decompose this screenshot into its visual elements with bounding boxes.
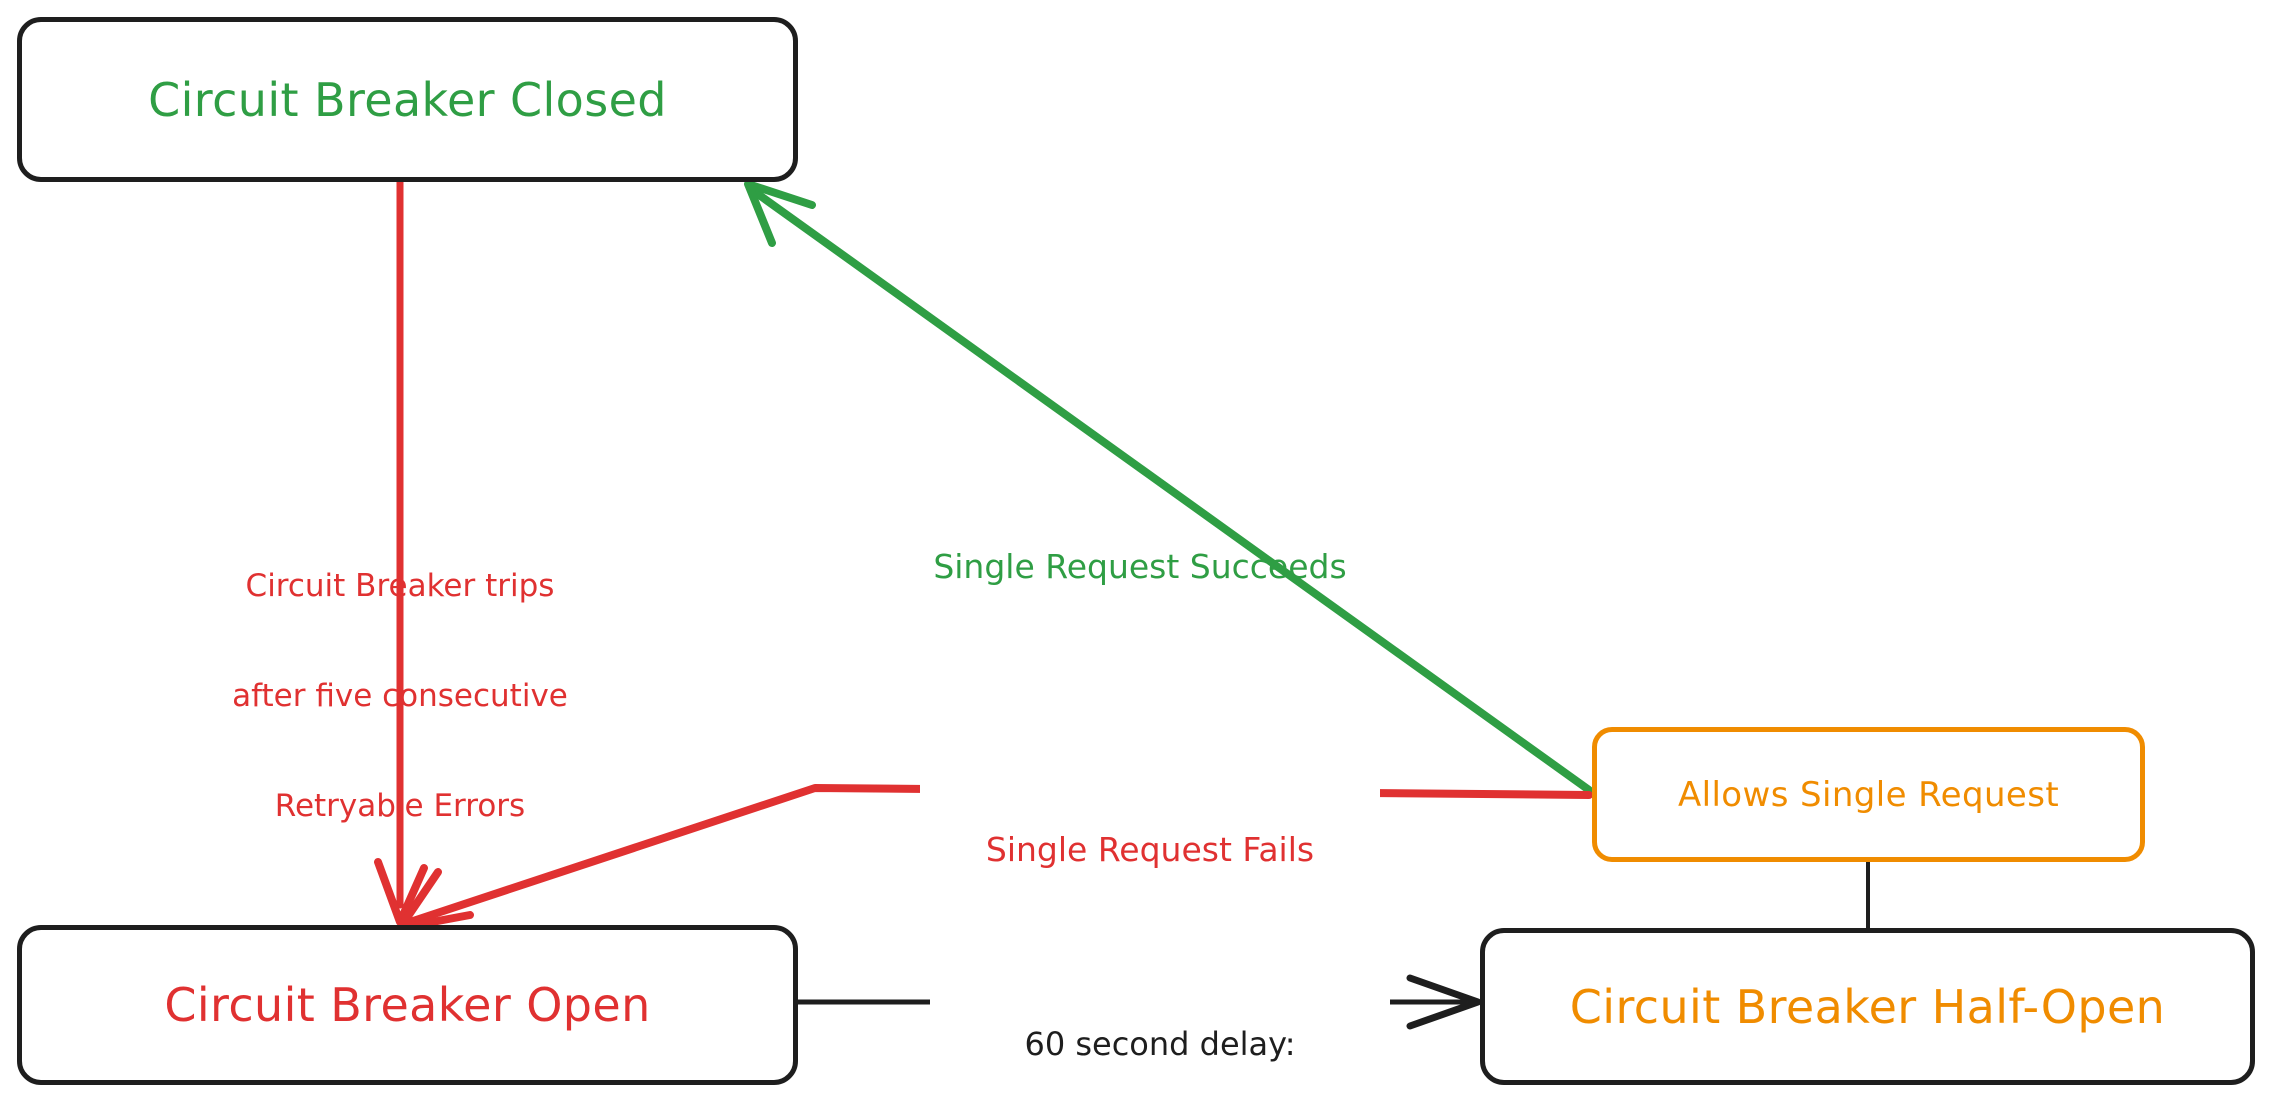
edge-allows-to-closed (744, 180, 1593, 794)
edge-closed-to-open (374, 178, 428, 926)
node-circuit-breaker-open-label: Circuit Breaker Open (164, 978, 651, 1032)
node-circuit-breaker-closed-label: Circuit Breaker Closed (148, 72, 667, 127)
node-circuit-breaker-half-open[interactable]: Circuit Breaker Half-Open (1480, 928, 2255, 1085)
node-circuit-breaker-closed[interactable]: Circuit Breaker Closed (17, 17, 798, 182)
node-allows-single-request-label: Allows Single Request (1677, 774, 2060, 815)
edge-open-to-half-open-arrowhead (1406, 974, 1482, 1030)
node-allows-single-request[interactable]: Allows Single Request (1592, 727, 2145, 862)
edge-allows-to-open (396, 784, 1593, 932)
edge-open-to-half-open (792, 962, 1482, 1038)
edge-allows-to-closed-line (751, 188, 1593, 794)
edge-allows-to-open-line (406, 784, 1593, 926)
node-circuit-breaker-open[interactable]: Circuit Breaker Open (17, 925, 798, 1085)
node-circuit-breaker-half-open-label: Circuit Breaker Half-Open (1569, 979, 2166, 1034)
edge-allows-to-closed-arrowhead (744, 180, 816, 247)
